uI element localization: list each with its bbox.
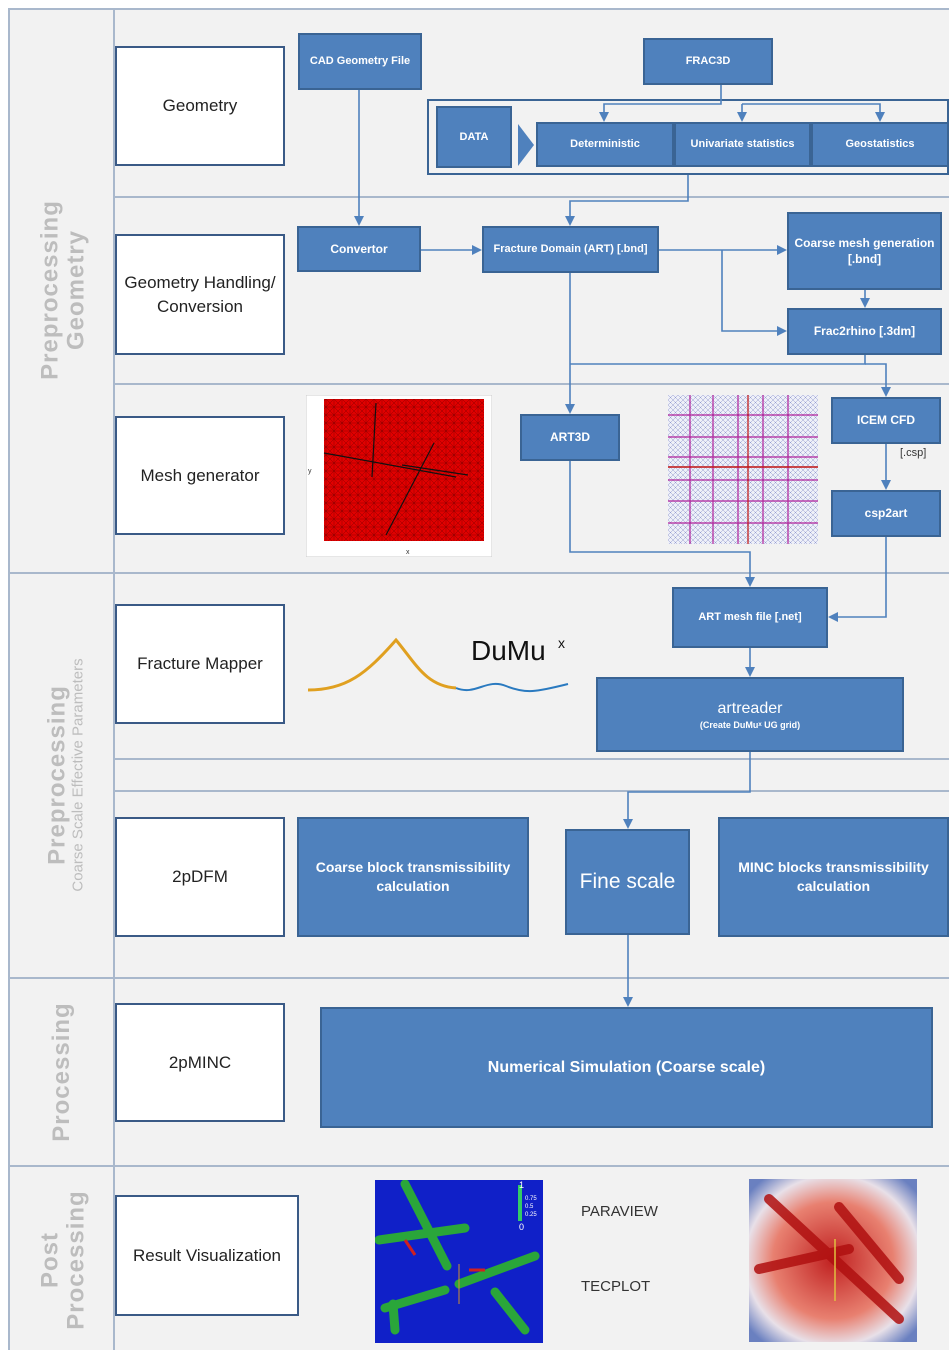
row-separator-3 xyxy=(113,758,949,760)
dumux-logo-superscript: x xyxy=(558,635,565,651)
stage-2pdfm: 2pDFM xyxy=(115,817,285,937)
arrow-fracture-domain-to-frac2rhino xyxy=(721,250,787,336)
dumux-logo-text: DuMu xyxy=(471,635,546,666)
stage-2pminc: 2pMINC xyxy=(115,1003,285,1122)
numerical-simulation-box: Numerical Simulation (Coarse scale) xyxy=(320,1007,933,1128)
artreader-subtitle: (Create DuMuˣ UG grid) xyxy=(699,720,801,731)
data-pointer-arrow xyxy=(518,124,534,166)
stage-geometry: Geometry xyxy=(115,46,285,166)
artreader-title: artreader xyxy=(717,699,783,717)
arrow-csp2art-to-art-mesh xyxy=(828,537,887,622)
legend-max-label: 1 xyxy=(519,1180,524,1190)
row-separator-2 xyxy=(113,383,949,385)
left-border xyxy=(8,8,10,1350)
fine-scale-box: Fine scale xyxy=(565,829,690,935)
arrow-art3d-to-art-mesh xyxy=(569,461,755,587)
coarse-block-transmissibility-box: Coarse block transmissibility calculatio… xyxy=(297,817,529,937)
block-mesh-image xyxy=(668,395,818,544)
frac2rhino-box: Frac2rhino [.3dm] xyxy=(787,308,942,355)
mesh-y-axis-label: y xyxy=(308,468,312,475)
data-box: DATA xyxy=(436,106,512,168)
geostatistics-box: Geostatistics xyxy=(811,122,949,167)
top-border xyxy=(8,8,949,10)
fracture-domain-box: Fracture Domain (ART) [.bnd] xyxy=(482,226,659,273)
csp-file-label: [.csp] xyxy=(900,447,927,459)
legend-025-label: 0.25 xyxy=(525,1212,537,1218)
cad-geometry-file-box: CAD Geometry File xyxy=(298,33,422,90)
legend-075-label: 0.75 xyxy=(525,1196,537,1202)
band-separator-2 xyxy=(8,977,949,979)
paraview-result-image: 1 0.75 0.5 0.25 0 xyxy=(375,1180,543,1343)
paraview-label: PARAVIEW xyxy=(581,1203,658,1220)
frac3d-box: FRAC3D xyxy=(643,38,773,85)
arrow-data-to-fracture-domain xyxy=(565,175,689,226)
fracture-mesh-image: y x xyxy=(306,395,492,557)
legend-05-label: 0.5 xyxy=(525,1204,534,1210)
convertor-box: Convertor xyxy=(297,226,421,272)
stage-fracture-mapper: Fracture Mapper xyxy=(115,604,285,724)
tecplot-label: TECPLOT xyxy=(581,1278,651,1295)
line-frac2rhino-feedback xyxy=(570,355,866,365)
stage-result-visualization: Result Visualization xyxy=(115,1195,299,1316)
minc-blocks-transmissibility-box: MINC blocks transmissibility calculation xyxy=(718,817,949,937)
arrow-artreader-to-fine-scale xyxy=(623,752,751,829)
art3d-box: ART3D xyxy=(520,414,620,461)
coarse-mesh-generation-box: Coarse mesh generation [.bnd] xyxy=(787,212,942,290)
icem-cfd-box: ICEM CFD xyxy=(831,397,941,444)
artreader-box: artreader (Create DuMuˣ UG grid) xyxy=(596,677,904,752)
univariate-statistics-box: Univariate statistics xyxy=(674,122,811,167)
arrow-frac3d-to-deterministic xyxy=(599,85,722,122)
arrow-to-icem xyxy=(865,363,891,397)
row-separator-1 xyxy=(113,196,949,198)
art-mesh-file-box: ART mesh file [.net] xyxy=(672,587,828,648)
row-separator-4 xyxy=(113,790,949,792)
stage-mesh-generator: Mesh generator xyxy=(115,416,285,535)
band-separator-3 xyxy=(8,1165,949,1167)
dumux-logo: DuMu x xyxy=(307,635,569,693)
csp2art-box: csp2art xyxy=(831,490,941,537)
stage-geometry-handling: Geometry Handling/ Conversion xyxy=(115,234,285,355)
arrow-frac3d-to-geostatistics xyxy=(742,103,885,122)
legend-min-label: 0 xyxy=(519,1222,524,1232)
band-separator-1 xyxy=(8,572,949,574)
deterministic-box: Deterministic xyxy=(536,122,674,167)
mesh-x-axis-label: x xyxy=(406,549,410,556)
label-column-border xyxy=(113,8,115,1350)
tecplot-result-image xyxy=(749,1179,917,1342)
